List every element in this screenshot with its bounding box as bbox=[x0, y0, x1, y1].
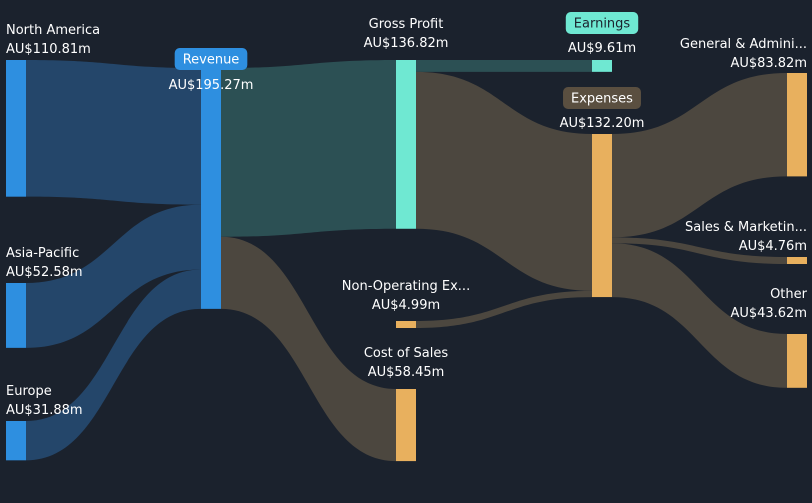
link-europe-to-revenue bbox=[26, 269, 201, 461]
node-general-admin[interactable] bbox=[787, 73, 807, 177]
link-gross_profit-to-earnings bbox=[416, 60, 592, 72]
sankey-nodes bbox=[6, 60, 807, 462]
label-name-gross-profit: Gross Profit bbox=[369, 17, 444, 32]
link-non_operating-to-expenses bbox=[416, 290, 592, 328]
label-name-earnings: Earnings bbox=[574, 17, 631, 32]
label-name-sales-marketing: Sales & Marketin... bbox=[685, 220, 807, 235]
node-earnings[interactable] bbox=[592, 60, 612, 72]
label-value-non-operating: AU$4.99m bbox=[372, 298, 440, 313]
link-expenses-to-general_admin bbox=[612, 73, 787, 238]
sankey-links bbox=[26, 60, 787, 462]
label-pill-earnings bbox=[565, 12, 639, 34]
link-expenses-to-sales_marketing bbox=[612, 237, 787, 264]
link-revenue-to-cost_of_sales bbox=[221, 236, 396, 462]
label-value-expenses: AU$132.20m bbox=[560, 116, 645, 131]
link-revenue-to-gross_profit bbox=[221, 60, 396, 237]
label-name-revenue: Revenue bbox=[183, 53, 240, 68]
sankey-labels: North AmericaAU$110.81mAsia-PacificAU$52… bbox=[6, 12, 808, 418]
label-pill-revenue bbox=[174, 48, 248, 70]
label-name-europe: Europe bbox=[6, 384, 52, 399]
label-value-revenue: AU$195.27m bbox=[169, 78, 254, 93]
label-name-cost-of-sales: Cost of Sales bbox=[364, 346, 449, 361]
node-sales-marketing[interactable] bbox=[787, 257, 807, 264]
label-name-north-america: North America bbox=[6, 23, 100, 38]
node-asia-pacific[interactable] bbox=[6, 283, 26, 348]
link-asia_pacific-to-revenue bbox=[26, 204, 201, 348]
node-other[interactable] bbox=[787, 334, 807, 388]
link-north_america-to-revenue bbox=[26, 60, 201, 205]
label-pill-expenses bbox=[563, 87, 641, 109]
link-gross_profit-to-expenses bbox=[416, 71, 592, 291]
label-name-general-admin: General & Admini... bbox=[680, 37, 807, 52]
label-value-cost-of-sales: AU$58.45m bbox=[368, 365, 445, 380]
label-value-gross-profit: AU$136.82m bbox=[364, 36, 449, 51]
label-name-other: Other bbox=[770, 287, 808, 302]
node-cost-of-sales[interactable] bbox=[396, 389, 416, 462]
label-value-europe: AU$31.88m bbox=[6, 403, 83, 418]
label-value-sales-marketing: AU$4.76m bbox=[739, 239, 807, 254]
label-name-non-operating: Non-Operating Ex... bbox=[342, 279, 470, 294]
label-value-asia-pacific: AU$52.58m bbox=[6, 265, 83, 280]
label-value-north-america: AU$110.81m bbox=[6, 42, 91, 57]
node-europe[interactable] bbox=[6, 421, 26, 461]
node-gross-profit[interactable] bbox=[396, 60, 416, 229]
node-non-operating[interactable] bbox=[396, 321, 416, 328]
node-expenses[interactable] bbox=[592, 134, 612, 298]
label-name-expenses: Expenses bbox=[571, 92, 633, 107]
link-expenses-to-other bbox=[612, 243, 787, 388]
label-name-asia-pacific: Asia-Pacific bbox=[6, 246, 79, 261]
node-north-america[interactable] bbox=[6, 60, 26, 197]
label-value-other: AU$43.62m bbox=[730, 306, 807, 321]
label-value-earnings: AU$9.61m bbox=[568, 41, 636, 56]
node-revenue[interactable] bbox=[201, 68, 221, 309]
label-value-general-admin: AU$83.82m bbox=[730, 56, 807, 71]
